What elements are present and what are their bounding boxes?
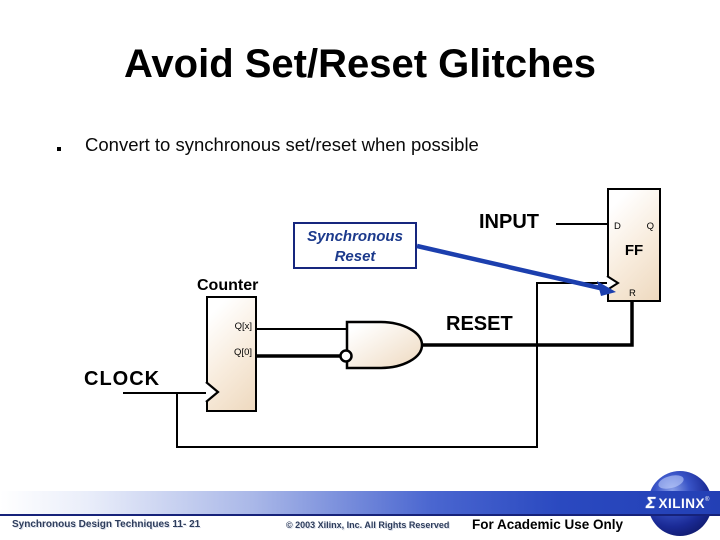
ff-q-pin: Q <box>646 221 654 232</box>
registered-mark: ® <box>704 496 710 503</box>
counter-label: Counter <box>197 277 259 294</box>
xilinx-logo-glyph-icon: Σ <box>646 494 656 512</box>
flipflop-box: D Q FF R <box>607 188 661 302</box>
reset-label: RESET <box>446 313 513 335</box>
ff-d-pin: D <box>614 221 621 232</box>
and-gate <box>345 320 424 370</box>
sync-reset-arrow <box>416 243 601 291</box>
counter-q0-pin: Q[0] <box>234 347 252 358</box>
ff-name: FF <box>624 242 644 259</box>
footer-bar <box>0 491 720 516</box>
xilinx-logo: Σ XILINX ® <box>646 493 709 514</box>
footer-deck-title: Synchronous Design Techniques 11- 21 <box>12 519 201 530</box>
counter-qx-pin: Q[x] <box>234 321 252 332</box>
bullet-text: Convert to synchronous set/reset when po… <box>85 134 479 155</box>
slide-title: Avoid Set/Reset Glitches <box>124 42 596 86</box>
inverter-bubble-icon <box>339 349 353 363</box>
ff-r-pin: R <box>629 288 636 299</box>
footer-academic-note: For Academic Use Only <box>472 517 624 532</box>
footer-copyright: © 2003 Xilinx, Inc. All Rights Reserved <box>286 520 450 530</box>
xilinx-brand-text: XILINX <box>658 496 705 511</box>
input-label: INPUT <box>479 211 539 233</box>
clock-label: CLOCK <box>84 368 161 390</box>
sync-reset-callout: Synchronous Reset <box>293 222 417 269</box>
bullet-icon <box>57 147 61 151</box>
counter-box: Q[x] Q[0] <box>206 296 257 412</box>
reset-net-wires <box>257 301 634 358</box>
